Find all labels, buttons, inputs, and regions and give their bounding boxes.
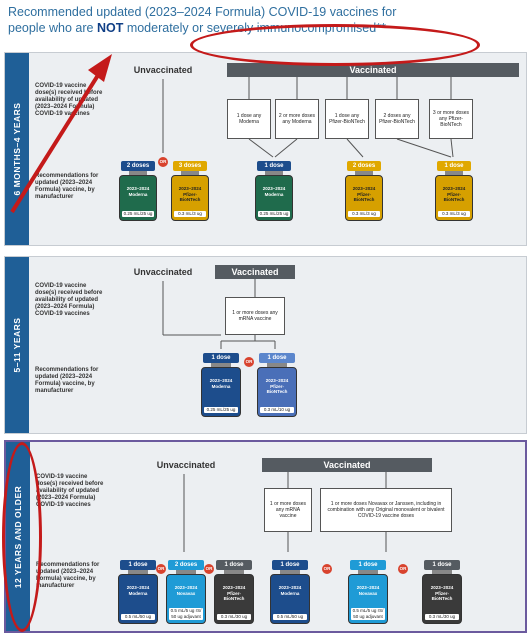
dose-history-label: COVID-19 vaccine dose(s) received before… xyxy=(35,83,103,117)
recommendation-label: Recommendations for updated (2023–2024 F… xyxy=(36,562,100,589)
vial-dosage: 0.25 mL/25 ug xyxy=(122,211,154,217)
vial-dose-count: 1 dose xyxy=(216,560,252,570)
title-line-2-pre: people who are xyxy=(8,21,97,35)
flow-connectors xyxy=(162,279,276,349)
vial-name: 2023–2024 Novavax xyxy=(174,585,198,596)
title-line-1: Recommended updated (2023–2024 Formula) … xyxy=(8,5,397,19)
vaccinated-header: Vaccinated xyxy=(227,63,519,77)
condition-box: 1 or more doses any mRNA vaccine xyxy=(264,488,312,532)
vial-dosage: 0.3 mL/3 ug xyxy=(348,211,380,217)
vial-name: 2023–2024 Pfizer-BioNTech xyxy=(352,186,376,202)
vial-novavax: 2 doses 2023–2024 Novavax 0.5 mL/5 ug rS/… xyxy=(166,560,206,624)
vial-moderna: 1 dose 2023–2024 Moderna 0.5 mL/50 ug xyxy=(270,560,310,624)
vial-dosage: 0.3 mL/3 ug xyxy=(174,211,206,217)
vial-dose-count: 1 dose xyxy=(257,161,291,171)
vial-dose-count: 1 dose xyxy=(272,560,308,570)
highlight-ellipse-age-12-plus xyxy=(2,442,42,632)
condition-box: 2 or more doses any Moderna xyxy=(275,99,319,139)
vial-pfizer: 1 dose 2023–2024 Pfizer-BioNTech 0.3 mL/3… xyxy=(435,161,473,221)
unvaccinated-header: Unvaccinated xyxy=(133,65,193,75)
condition-box: 1 dose any Moderna xyxy=(227,99,271,139)
unvaccinated-header: Unvaccinated xyxy=(133,267,193,277)
condition-box: 3 or more doses any Pfizer-BioNTech xyxy=(429,99,473,139)
vial-pfizer: 2 doses 2023–2024 Pfizer-BioNTech 0.3 mL/… xyxy=(345,161,383,221)
vial-novavax: 1 dose 2023–2024 Novavax 0.5 mL/5 ug rS/ … xyxy=(348,560,388,624)
vial-name: 2023–2024 Moderna xyxy=(278,585,302,596)
section-12yr-older: 12 YEARS AND OLDER COVID-19 vaccine dose… xyxy=(4,440,527,633)
vial-name: 2023–2024 Pfizer-BioNTech xyxy=(178,186,202,202)
highlight-ellipse-title xyxy=(190,24,480,66)
or-badge: OR xyxy=(244,357,254,367)
dose-history-label: COVID-19 vaccine dose(s) received before… xyxy=(36,474,104,508)
flow-connectors xyxy=(162,77,454,158)
vial-name: 2023–2024 Pfizer-BioNTech xyxy=(430,585,454,601)
vial-dose-count: 1 dose xyxy=(203,353,239,363)
or-badge: OR xyxy=(158,157,168,167)
flow-connectors xyxy=(183,472,387,552)
unvaccinated-header: Unvaccinated xyxy=(156,460,216,470)
vial-dose-count: 2 doses xyxy=(347,161,381,171)
section-6mo-4yr: 6 MONTHS–4 YEARS COVID-19 vaccine dose(s… xyxy=(4,52,527,246)
vial-dosage: 0.25 mL/25 ug xyxy=(258,211,290,217)
condition-box: 1 or more doses any mRNA vaccine xyxy=(225,297,285,335)
vial-name: 2023–2024 Moderna xyxy=(262,186,286,197)
vial-dose-count: 3 doses xyxy=(173,161,207,171)
vial-dosage: 0.5 mL/5 ug rS/ 50 ug adjuvant xyxy=(351,608,385,620)
vial-dosage: 0.25 mL/25 ug xyxy=(204,407,238,413)
vial-name: 2023–2024 Moderna xyxy=(209,378,233,389)
or-badge: OR xyxy=(204,564,214,574)
vial-pfizer: 3 doses 2023–2024 Pfizer-BioNTech 0.3 mL/… xyxy=(171,161,209,221)
vial-name: 2023–2024 Novavax xyxy=(356,585,380,596)
vial-moderna: 2 doses 2023–2024 Moderna 0.25 mL/25 ug xyxy=(119,161,157,221)
vial-name: 2023–2024 Pfizer-BioNTech xyxy=(442,186,466,202)
vial-dosage: 0.3 mL/10 ug xyxy=(260,407,294,413)
condition-box: 2 doses any Pfizer-BioNTech xyxy=(375,99,419,139)
dose-history-label: COVID-19 vaccine dose(s) received before… xyxy=(35,283,103,317)
vial-name: 2023–2024 Pfizer-BioNTech xyxy=(222,585,246,601)
vial-dosage: 0.5 mL/5 ug rS/ 50 ug adjuvant xyxy=(169,608,203,620)
condition-box: 1 dose any Pfizer-BioNTech xyxy=(325,99,369,139)
vial-name: 2023–2024 Moderna xyxy=(126,186,150,197)
vial-dosage: 0.3 mL/30 ug xyxy=(425,614,459,620)
vial-name: 2023–2024 Moderna xyxy=(126,585,150,596)
vial-moderna: 1 dose 2023–2024 Moderna 0.25 mL/25 ug xyxy=(201,353,241,417)
section-side-bar: 5–11 YEARS xyxy=(5,257,29,433)
vial-name: 2023–2024 Pfizer-BioNTech xyxy=(265,378,289,394)
vial-pfizer: 1 dose 2023–2024 Pfizer-BioNTech 0.3 mL/1… xyxy=(257,353,297,417)
vial-dosage: 0.5 mL/50 ug xyxy=(121,614,155,620)
vial-dose-count: 1 dose xyxy=(437,161,471,171)
vial-dose-count: 2 doses xyxy=(121,161,155,171)
vial-moderna: 1 dose 2023–2024 Moderna 0.25 mL/25 ug xyxy=(255,161,293,221)
vial-pfizer: 1 dose 2023–2024 Pfizer-BioNTech 0.3 mL/3… xyxy=(422,560,462,624)
vial-dose-count: 1 dose xyxy=(259,353,295,363)
vial-dose-count: 1 dose xyxy=(350,560,386,570)
or-badge: OR xyxy=(398,564,408,574)
vial-dose-count: 2 doses xyxy=(168,560,204,570)
recommendation-label: Recommendations for updated (2023–2024 F… xyxy=(35,367,99,394)
section-5-11yr: 5–11 YEARS COVID-19 vaccine dose(s) rece… xyxy=(4,256,527,434)
section-side-bar: 6 MONTHS–4 YEARS xyxy=(5,53,29,245)
vaccinated-header: Vaccinated xyxy=(262,458,432,472)
vial-dosage: 0.3 mL/30 ug xyxy=(217,614,251,620)
vial-dose-count: 1 dose xyxy=(424,560,460,570)
vial-moderna: 1 dose 2023–2024 Moderna 0.5 mL/50 ug xyxy=(118,560,158,624)
or-badge: OR xyxy=(322,564,332,574)
vial-dose-count: 1 dose xyxy=(120,560,156,570)
title-emphasis-not: NOT xyxy=(96,21,124,35)
vaccinated-header: Vaccinated xyxy=(215,265,295,279)
vial-dosage: 0.5 mL/50 ug xyxy=(273,614,307,620)
vial-dosage: 0.3 mL/3 ug xyxy=(438,211,470,217)
vial-pfizer: 1 dose 2023–2024 Pfizer-BioNTech 0.3 mL/3… xyxy=(214,560,254,624)
condition-box: 1 or more doses Novavax or Janssen, incl… xyxy=(320,488,452,532)
or-badge: OR xyxy=(156,564,166,574)
recommendation-label: Recommendations for updated (2023–2024 F… xyxy=(35,173,99,200)
